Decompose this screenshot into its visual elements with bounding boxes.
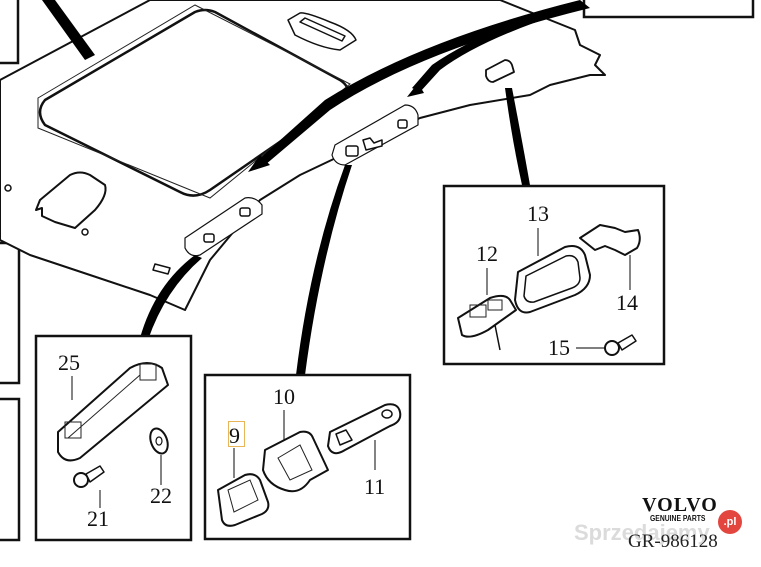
diagram-reference-code: GR-986128	[628, 531, 718, 552]
part-14-clip	[579, 224, 641, 256]
callout-arrows	[42, 0, 590, 375]
part-label-14[interactable]: 14	[616, 290, 638, 315]
part-15-screw	[604, 340, 620, 356]
part-25-lamp-housing	[57, 362, 169, 462]
watermark-text: Sprzedajemy	[574, 520, 710, 545]
part-label-25[interactable]: 25	[58, 350, 80, 375]
brand-logo: VOLVO	[642, 494, 718, 516]
part-label-13[interactable]: 13	[527, 201, 549, 226]
callout-box-grab-handle: 9 10 11	[203, 373, 412, 541]
callout-box-top-right-partial	[582, 0, 755, 19]
brand-tagline: GENUINE PARTS	[650, 514, 706, 523]
callout-box-interior-light: 12 13 14 15	[442, 184, 666, 366]
part-label-12[interactable]: 12	[476, 241, 498, 266]
headliner-panel	[0, 0, 606, 311]
callout-box-top-left-partial	[0, 0, 20, 65]
part-label-15[interactable]: 15	[548, 335, 570, 360]
part-label-11[interactable]: 11	[364, 474, 385, 499]
part-21-bolt	[73, 472, 89, 488]
callout-box-left-bottom-partial	[0, 397, 21, 542]
part-label-10[interactable]: 10	[273, 384, 295, 409]
watermark-badge: .pl	[718, 510, 742, 534]
callout-box-reading-lamp: 25 21 22	[34, 334, 193, 542]
part-10-bracket	[262, 430, 329, 493]
highlight-box-part-9	[228, 421, 245, 447]
part-label-9[interactable]: 9	[229, 423, 240, 448]
callout-box-left-mid-partial	[0, 241, 21, 385]
part-label-22[interactable]: 22	[150, 483, 172, 508]
part-label-21[interactable]: 21	[87, 506, 109, 531]
part-9-cover	[217, 473, 270, 527]
